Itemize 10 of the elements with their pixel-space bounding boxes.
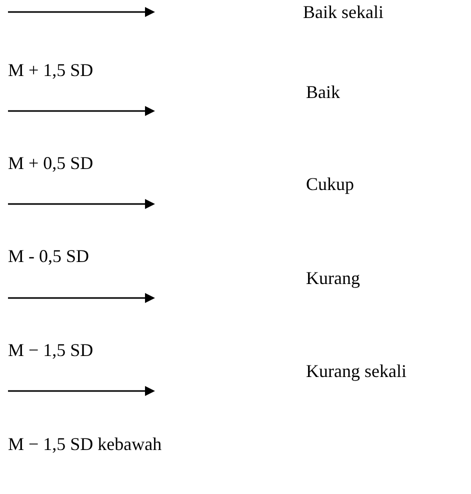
threshold-label: M − 1,5 SD kebawah	[8, 433, 162, 455]
threshold-label: M − 1,5 SD	[8, 339, 94, 361]
threshold-label: M + 0,5 SD	[8, 152, 94, 174]
category-label: Cukup	[306, 173, 354, 195]
category-label: Baik sekali	[303, 1, 384, 23]
category-label: Kurang sekali	[306, 360, 406, 382]
category-label: Kurang	[306, 267, 360, 289]
threshold-label: M - 0,5 SD	[8, 245, 90, 267]
category-label: Baik	[306, 81, 340, 103]
threshold-label: M + 1,5 SD	[8, 59, 94, 81]
